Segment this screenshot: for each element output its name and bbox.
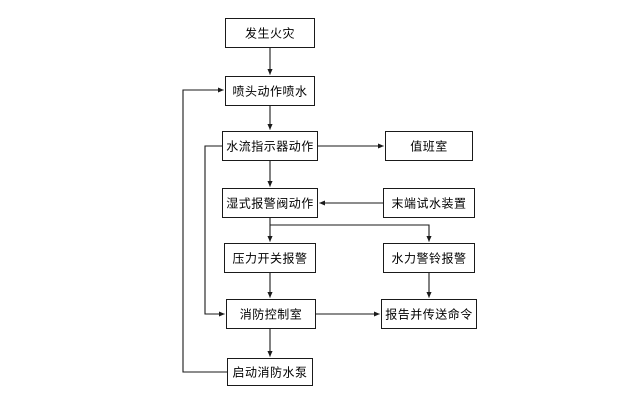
node-fire-occurs[interactable]: 发生火灾 <box>225 18 315 48</box>
node-water-motor-bell-alarm[interactable]: 水力警铃报警 <box>383 243 475 273</box>
node-pressure-switch-alarm[interactable]: 压力开关报警 <box>224 243 316 273</box>
node-fire-control-room[interactable]: 消防控制室 <box>226 299 316 329</box>
node-report-and-transmit-command[interactable]: 报告并传送命令 <box>381 299 477 329</box>
node-label: 报告并传送命令 <box>385 307 473 322</box>
edge-wet-valve-to-water-bell <box>270 224 432 242</box>
node-label: 发生火灾 <box>244 26 295 41</box>
node-sprinkler-activates[interactable]: 喷头动作喷水 <box>225 76 315 106</box>
node-duty-room[interactable]: 值班室 <box>385 131 473 161</box>
node-label: 喷头动作喷水 <box>232 84 308 99</box>
node-wet-alarm-valve[interactable]: 湿式报警阀动作 <box>222 188 318 218</box>
node-start-fire-pump[interactable]: 启动消防水泵 <box>227 358 313 386</box>
edge-feedback-start-pump-to-sprinkler <box>182 87 227 373</box>
node-water-flow-indicator[interactable]: 水流指示器动作 <box>222 131 318 161</box>
node-label: 水流指示器动作 <box>226 139 314 154</box>
node-label: 水力警铃报警 <box>391 251 467 266</box>
node-label: 启动消防水泵 <box>232 365 308 380</box>
edge-feedback-flow-indicator-to-control-room <box>204 145 225 317</box>
node-label: 值班室 <box>410 139 448 154</box>
node-label: 消防控制室 <box>239 307 303 322</box>
node-label: 末端试水装置 <box>391 196 467 211</box>
node-label: 湿式报警阀动作 <box>226 196 314 211</box>
node-label: 压力开关报警 <box>232 251 308 266</box>
node-end-test-water-device[interactable]: 末端试水装置 <box>383 188 475 218</box>
